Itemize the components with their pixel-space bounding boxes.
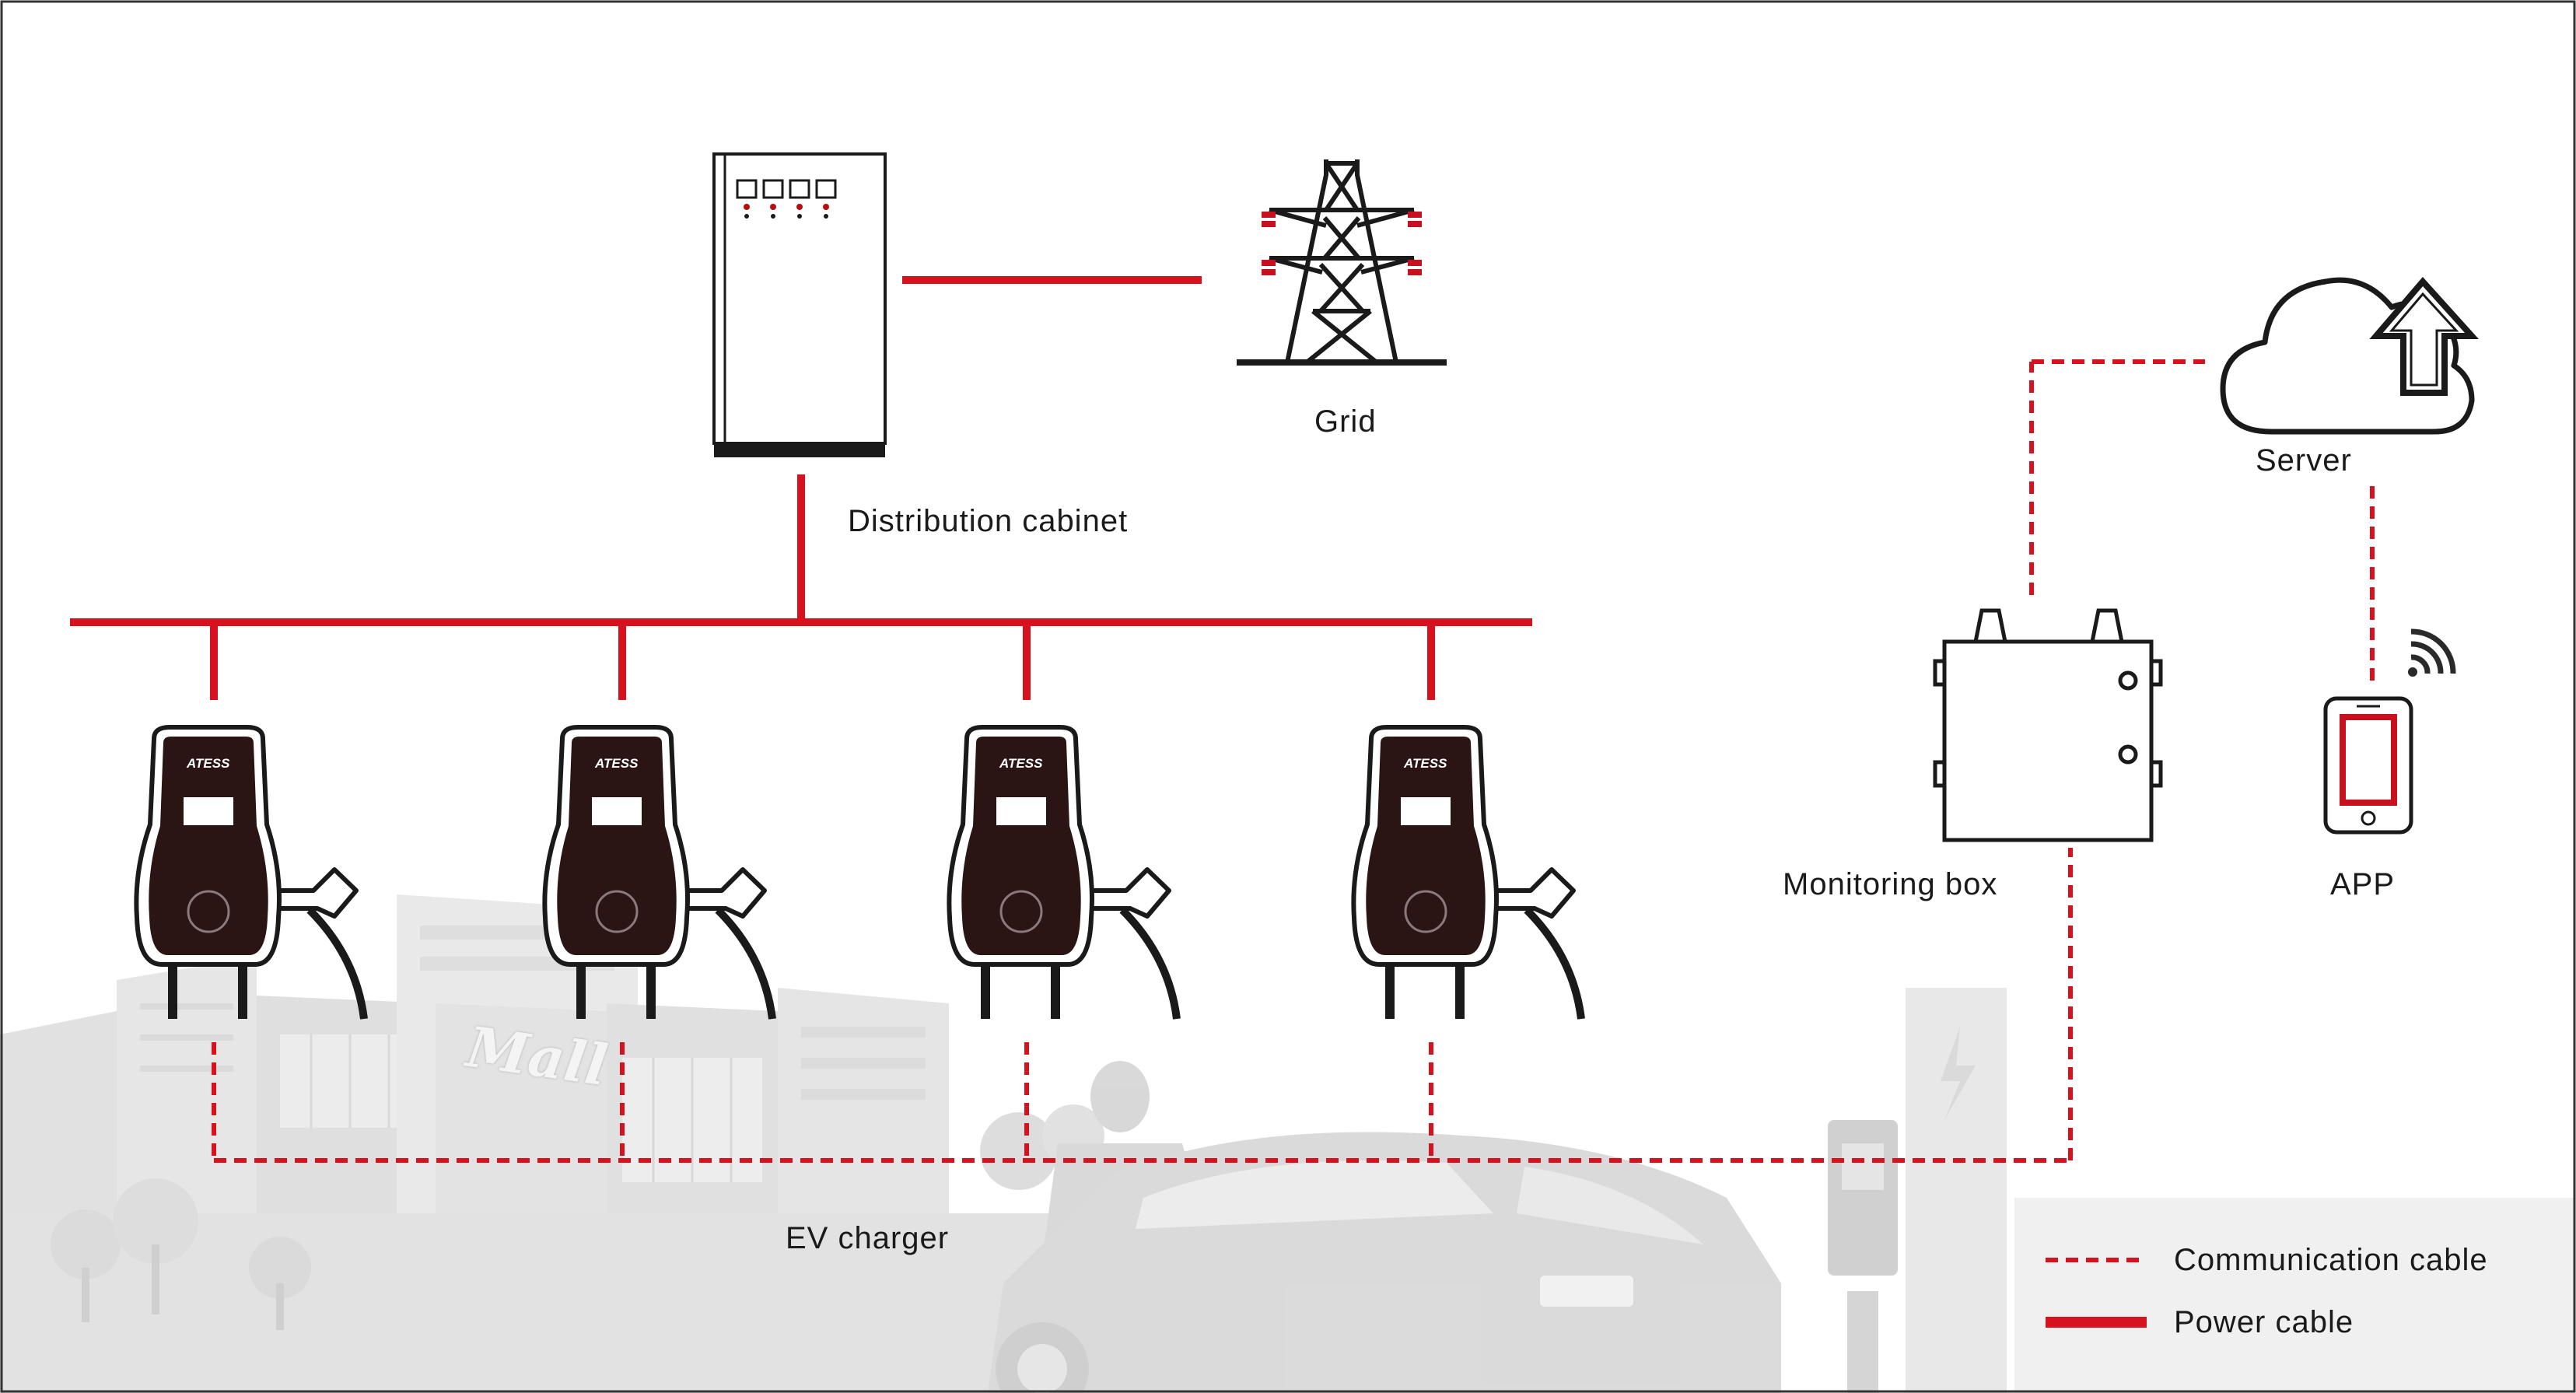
- server-label: Server: [2256, 443, 2352, 478]
- legend: [2046, 1258, 2147, 1328]
- ev-charger-label: EV charger: [786, 1221, 950, 1255]
- legend-communication-label: Communication cable: [2174, 1243, 2488, 1277]
- background-scene: [0, 894, 2574, 1393]
- ev-charger-icon: [947, 725, 1181, 1020]
- app-label: APP: [2330, 867, 2396, 901]
- ev-charger-icon: [1351, 725, 1585, 1020]
- charger-2-brand: ATESS: [595, 756, 639, 771]
- charger-3-brand: ATESS: [999, 756, 1043, 771]
- distribution-cabinet-label: Distribution cabinet: [848, 504, 1129, 538]
- legend-power-label: Power cable: [2174, 1305, 2354, 1339]
- ev-charger-icon: [134, 725, 368, 1020]
- monitoring-box-label: Monitoring box: [1783, 867, 1998, 901]
- tower-insulators: [1262, 212, 1422, 275]
- wifi-icon: [2408, 628, 2456, 677]
- ev-chargers: [134, 725, 1585, 1020]
- cloud-upload-icon: [2220, 276, 2479, 435]
- monitoring-box-icon: [1933, 608, 2163, 842]
- communication-cables: [212, 359, 2375, 1163]
- charger-1-brand: ATESS: [187, 756, 230, 771]
- ev-charger-icon: [542, 725, 776, 1020]
- transmission-tower-icon: [1237, 159, 1447, 366]
- distribution-cabinet-icon: [712, 152, 887, 457]
- smartphone-icon: [2323, 696, 2413, 835]
- charger-4-brand: ATESS: [1404, 756, 1447, 771]
- power-cables: [70, 276, 1532, 700]
- grid-label: Grid: [1314, 404, 1377, 439]
